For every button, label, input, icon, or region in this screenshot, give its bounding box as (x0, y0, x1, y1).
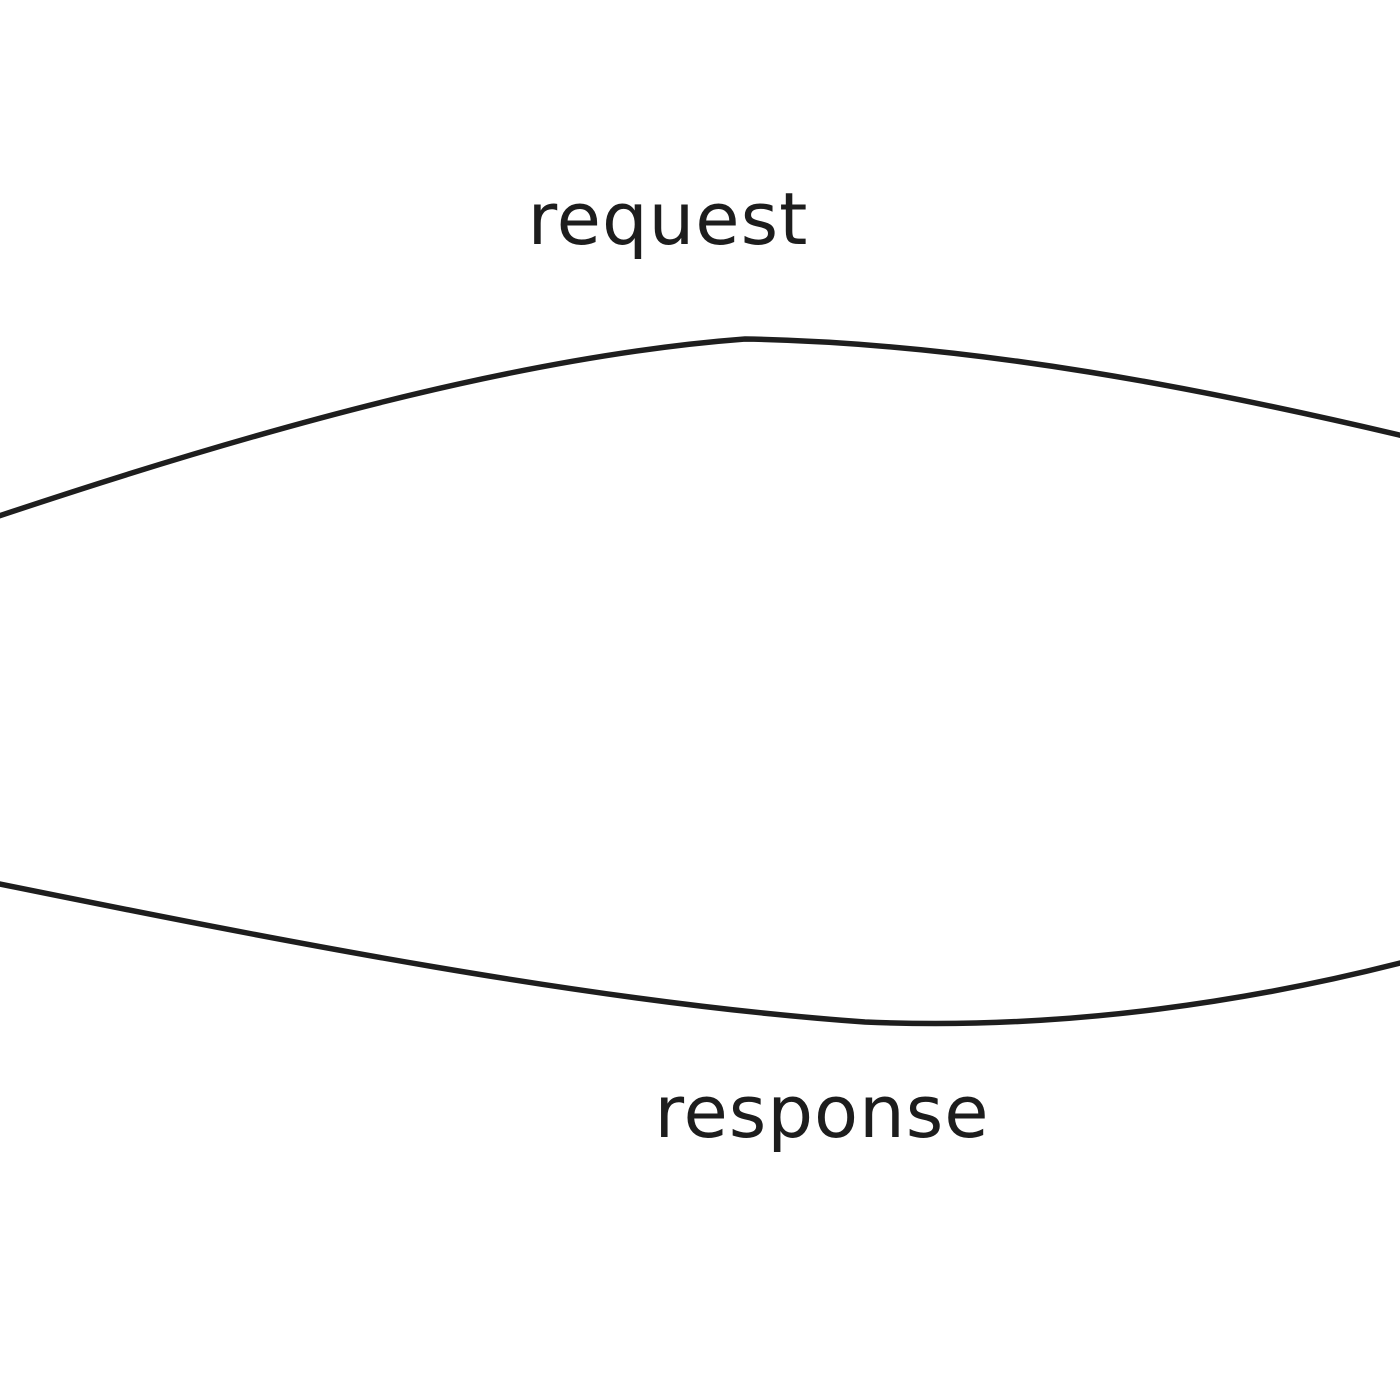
request-arc-curve (0, 336, 1400, 519)
request-label: request (527, 177, 809, 261)
response-arc-curve (0, 881, 1400, 1027)
response-label: response (654, 1070, 990, 1154)
